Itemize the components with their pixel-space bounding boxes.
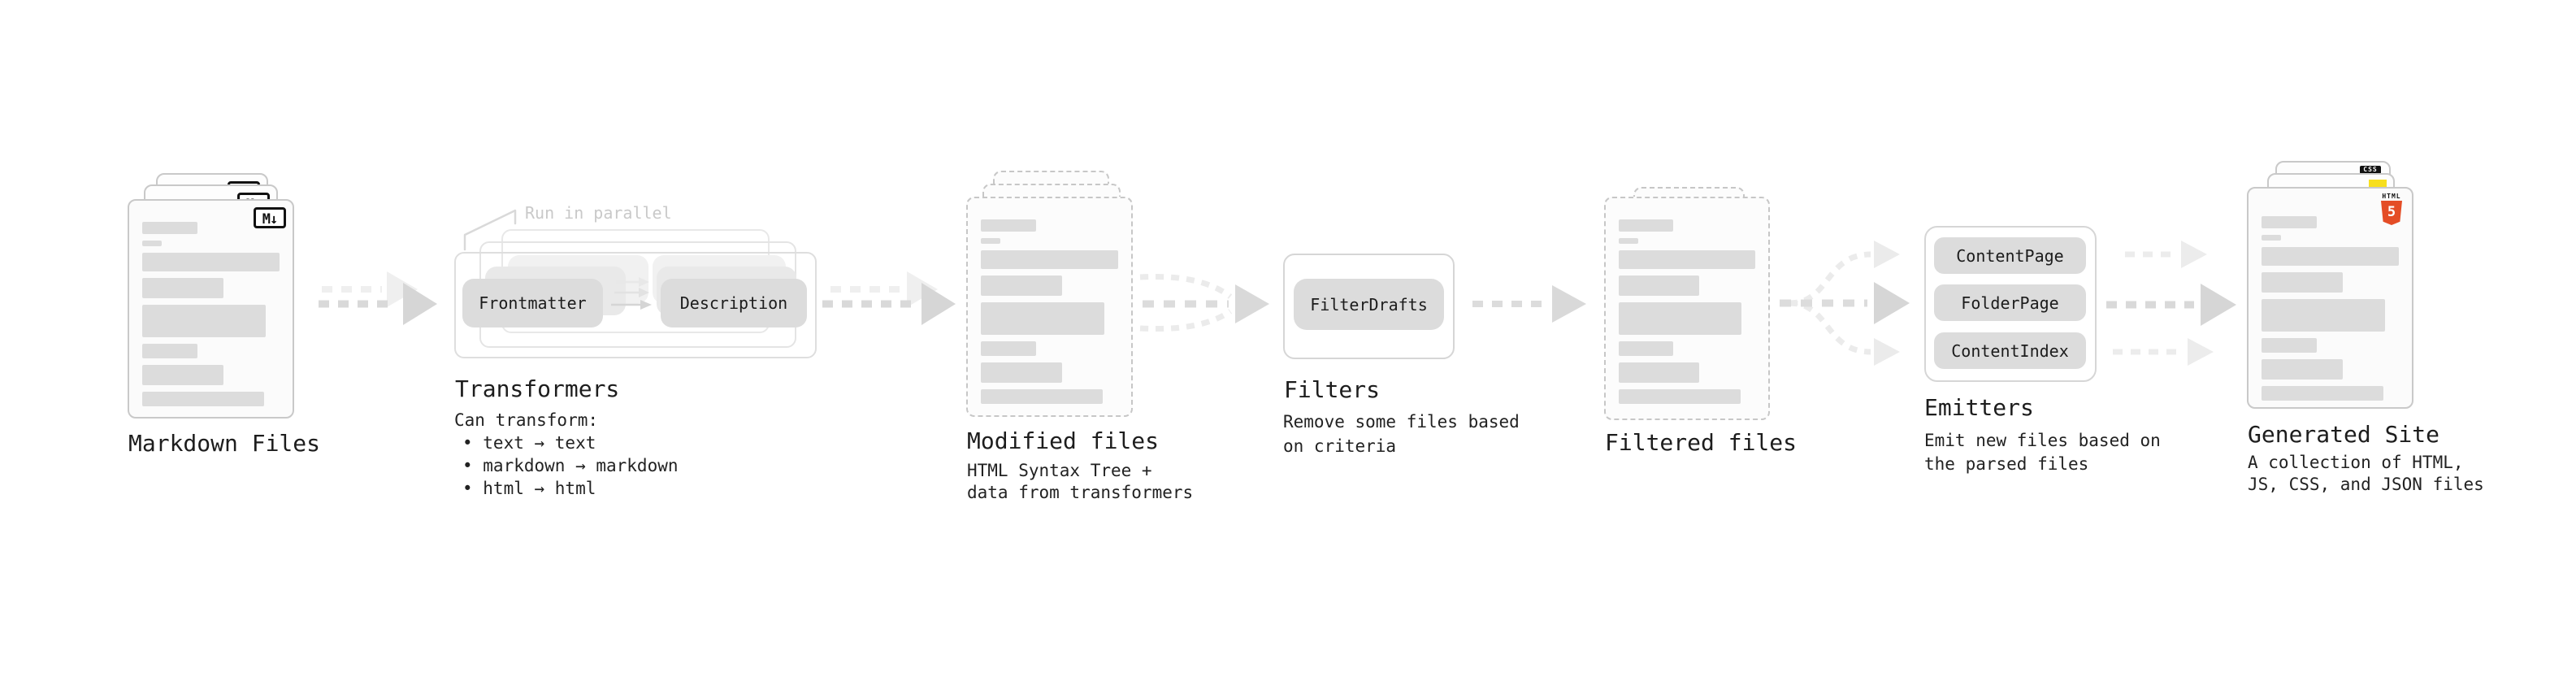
placeholder-bar: [2262, 338, 2317, 353]
markdown-files-title: Markdown Files: [128, 430, 321, 457]
placeholder-bar: [2262, 359, 2343, 380]
filterdrafts-pill: FilterDrafts: [1294, 279, 1444, 330]
placeholder-bar: [1619, 389, 1741, 404]
placeholder-bar: [1619, 219, 1674, 232]
placeholder-bar: [1619, 250, 1755, 269]
filters-desc-line: on criteria: [1283, 436, 1397, 456]
transformers-bullet: • text → text: [462, 433, 596, 453]
arrow-filters-to-filtered: [1472, 285, 1586, 323]
emitters-title: Emitters: [1924, 394, 2034, 421]
markdown-icon: M↓: [254, 207, 286, 228]
html5-icon-shield: 5: [2381, 201, 2402, 225]
placeholder-bar: [142, 241, 162, 246]
placeholder-bar: [981, 341, 1036, 356]
run-in-parallel-note: Run in parallel: [525, 203, 672, 223]
generated-html-card: HTML 5: [2247, 187, 2413, 409]
filters-title: Filters: [1284, 376, 1381, 403]
transformers-bullet: • html → html: [462, 479, 596, 498]
markdown-file-card: M↓: [128, 199, 294, 419]
arrow-transformers-to-modified: [822, 271, 956, 325]
placeholder-bar: [2262, 216, 2317, 228]
arrow-markdown-to-transformers: [319, 271, 437, 325]
modified-file-card: [966, 197, 1133, 417]
placeholder-bar: [1619, 362, 1700, 383]
filtered-files-title: Filtered files: [1605, 429, 1798, 456]
modified-files-title: Modified files: [967, 427, 1160, 454]
transformers-description: Can transform: • text → text • markdown …: [454, 409, 679, 500]
generated-site-title: Generated Site: [2248, 421, 2440, 448]
transformers-title: Transformers: [455, 375, 620, 402]
placeholder-bar: [1619, 302, 1742, 335]
description-transformer-pill: Description: [661, 279, 807, 327]
document-placeholder-lines: [1619, 219, 1755, 410]
arrow-modified-to-filters: [1139, 274, 1269, 332]
js-icon: [2369, 180, 2387, 189]
html5-icon: HTML 5: [2381, 193, 2402, 225]
placeholder-bar: [142, 222, 197, 234]
modified-files-description: HTML Syntax Tree + data from transformer…: [967, 460, 1193, 504]
placeholder-bar: [2262, 272, 2343, 293]
generated-site-description: A collection of HTML, JS, CSS, and JSON …: [2248, 452, 2484, 496]
emitter-pill-folderpage: FolderPage: [1934, 284, 2086, 321]
generated-desc-line: A collection of HTML,: [2248, 453, 2464, 472]
document-placeholder-lines: [2262, 216, 2399, 407]
placeholder-bar: [2262, 247, 2399, 266]
placeholder-bar: [142, 305, 267, 337]
placeholder-bar: [981, 219, 1036, 232]
placeholder-bar: [981, 250, 1118, 269]
document-placeholder-lines: [142, 222, 280, 413]
placeholder-bar: [142, 253, 280, 271]
placeholder-bar: [142, 392, 265, 406]
placeholder-bar: [981, 275, 1062, 296]
placeholder-bar: [142, 278, 223, 298]
transformers-desc-heading: Can transform:: [454, 410, 599, 430]
placeholder-bar: [2262, 299, 2386, 332]
transformer-box-front: [454, 252, 817, 358]
css-icon-label: CSS: [2360, 166, 2381, 174]
placeholder-bar: [2262, 235, 2281, 241]
placeholder-bar: [981, 362, 1062, 383]
placeholder-bar: [142, 365, 223, 385]
emitter-pill-contentpage: ContentPage: [1934, 237, 2086, 274]
filters-description: Remove some files based on criteria: [1283, 410, 1520, 458]
placeholder-bar: [981, 302, 1105, 335]
filters-desc-line: Remove some files based: [1283, 412, 1520, 432]
generated-desc-line: JS, CSS, and JSON files: [2248, 475, 2484, 494]
emitters-desc-line: Emit new files based on: [1924, 431, 2161, 450]
arrow-emitters-to-generated: [2106, 241, 2236, 366]
frontmatter-transformer-pill: Frontmatter: [462, 279, 603, 327]
emitters-description: Emit new files based on the parsed files: [1924, 429, 2161, 476]
placeholder-bar: [1619, 238, 1638, 244]
placeholder-bar: [1619, 341, 1674, 356]
emitter-pill-contentindex: ContentIndex: [1934, 332, 2086, 369]
filtered-file-card: [1604, 197, 1770, 420]
arrow-filtered-to-emitters: [1780, 241, 1910, 366]
transformers-bullet: • markdown → markdown: [462, 456, 679, 475]
modified-desc-line: HTML Syntax Tree +: [967, 461, 1152, 480]
placeholder-bar: [142, 344, 197, 358]
placeholder-bar: [1619, 275, 1700, 296]
placeholder-bar: [2262, 386, 2384, 401]
placeholder-bar: [981, 238, 1000, 244]
placeholder-bar: [981, 389, 1104, 404]
document-placeholder-lines: [981, 219, 1118, 410]
modified-desc-line: data from transformers: [967, 483, 1194, 502]
html5-icon-label: HTML: [2382, 193, 2401, 200]
emitters-desc-line: the parsed files: [1924, 454, 2089, 474]
